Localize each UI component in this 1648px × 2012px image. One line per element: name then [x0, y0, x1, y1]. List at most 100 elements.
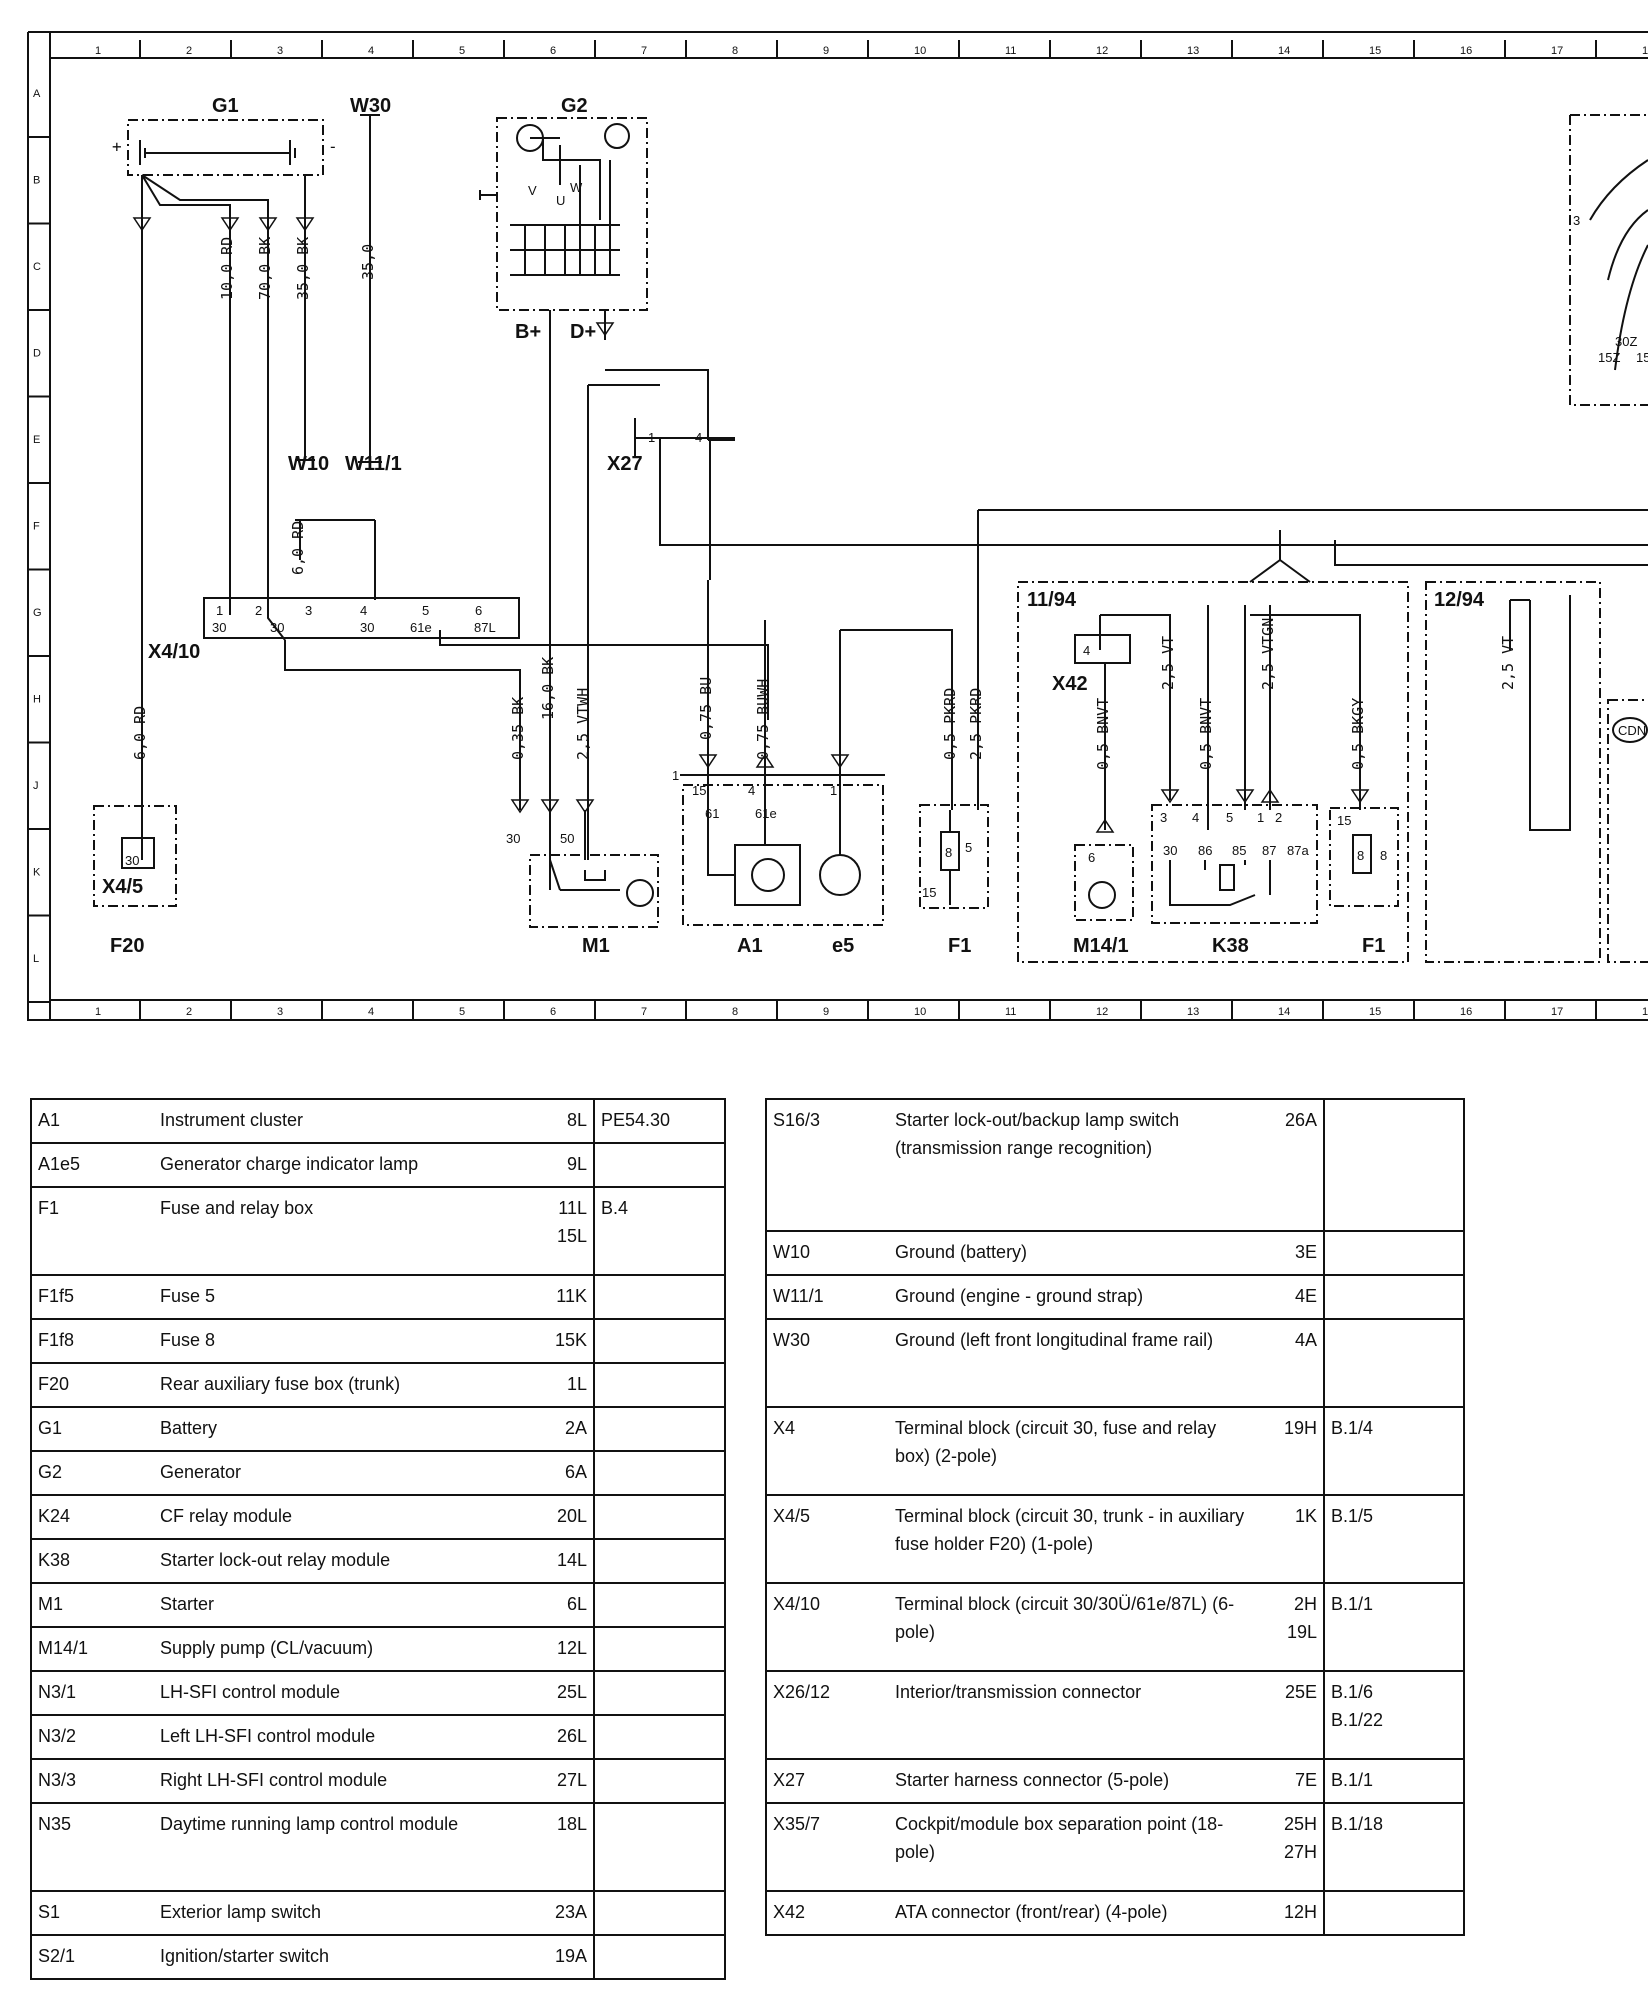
column-number: 16 — [1460, 45, 1472, 57]
diagram-label: 35,0 BK — [294, 237, 312, 300]
diagram-label: 10,0 RD — [218, 237, 236, 300]
label-f1-b: F1 — [1362, 935, 1385, 957]
diagram-label: 4 — [1192, 810, 1199, 825]
instrument-cluster-a1: 1 15 4 1 61 61e A1 e5 — [672, 768, 885, 957]
label-x4-10: X4/10 — [148, 641, 200, 663]
legend-code: G2 — [30, 1450, 154, 1496]
diagram-label: 1 — [1257, 810, 1264, 825]
label-cdn: CDN — [1618, 723, 1646, 738]
diagram-label: 30 — [212, 620, 226, 635]
legend-ref: B.1/1 — [1323, 1758, 1465, 1804]
diagram-label: 30 — [360, 620, 374, 635]
column-number: 15 — [1369, 45, 1381, 57]
legend-loc: 3E — [1261, 1230, 1325, 1276]
column-number: 13 — [1187, 1006, 1199, 1018]
diagram-label: 86 — [1198, 843, 1212, 858]
diagram-label: 6,0 RD — [131, 706, 149, 760]
legend-desc: Terminal block (circuit 30, trunk - in a… — [889, 1494, 1261, 1584]
legend-ref — [593, 1714, 726, 1760]
label-f20: F20 — [110, 935, 144, 957]
diagram-label: 15 — [922, 885, 936, 900]
column-number: 6 — [550, 45, 556, 57]
legend-code: W10 — [765, 1230, 889, 1276]
column-number: 7 — [641, 1006, 647, 1018]
diagram-label: 30 — [270, 620, 284, 635]
diagram-label: 1 — [648, 430, 655, 445]
legend-loc: 1K — [1261, 1494, 1325, 1584]
legend-ref — [593, 1934, 726, 1980]
legend-ref — [1323, 1098, 1465, 1232]
legend-code: N3/1 — [30, 1670, 154, 1716]
legend-desc: Terminal block (circuit 30, fuse and rel… — [889, 1406, 1261, 1496]
diagram-label: 2,5 VTGN — [1259, 618, 1277, 690]
diagram-label: 2 — [1275, 810, 1282, 825]
row-letter: D — [33, 348, 41, 360]
legend-loc: 25H 27H — [1261, 1802, 1325, 1892]
column-number: 8 — [732, 1006, 738, 1018]
legend-ref — [593, 1142, 726, 1188]
diagram-frame — [27, 31, 1648, 1021]
diagram-label: 35,0 — [359, 244, 377, 280]
legend-code: X4/10 — [765, 1582, 889, 1672]
column-number: 12 — [1096, 45, 1108, 57]
column-number: 10 — [914, 1006, 926, 1018]
legend-desc: Rear auxiliary fuse box (trunk) — [154, 1362, 521, 1408]
legend-code: X35/7 — [765, 1802, 889, 1892]
legend-desc: LH-SFI control module — [154, 1670, 521, 1716]
diagram-label: 61e — [410, 620, 432, 635]
diagram-label: 6 — [475, 603, 482, 618]
legend-desc: Generator charge indicator lamp — [154, 1142, 521, 1188]
legend-desc: Interior/transmission connector — [889, 1670, 1261, 1760]
column-number: 12 — [1096, 1006, 1108, 1018]
legend-loc: 8L — [521, 1098, 595, 1144]
diagram-label: 30 — [506, 831, 520, 846]
column-number: 18 — [1642, 1006, 1648, 1018]
legend-loc: 19H — [1261, 1406, 1325, 1496]
legend-desc: ATA connector (front/rear) (4-pole) — [889, 1890, 1261, 1936]
switch-partial-top-right: 3 30Z 15Z 15 — [1569, 114, 1648, 406]
legend-ref — [1323, 1230, 1465, 1276]
diagram-label: 8 — [945, 845, 952, 860]
diagram-label: 70,0 BK — [256, 237, 274, 300]
legend-desc: Starter — [154, 1582, 521, 1628]
legend-ref: B.1/1 — [1323, 1582, 1465, 1672]
diagram-label: 2 — [255, 603, 262, 618]
legend-code: F1f5 — [30, 1274, 154, 1320]
fuse-relay-box-f1: 8 5 15 F1 — [919, 804, 989, 957]
label-ref-11-94: 11/94 — [1027, 589, 1077, 611]
diagram-label: 4 — [695, 430, 702, 445]
column-number: 9 — [823, 45, 829, 57]
diagram-label: 4 — [748, 783, 755, 798]
column-number: 3 — [277, 1006, 283, 1018]
legend-code: N3/3 — [30, 1758, 154, 1804]
diagram-label: 30 — [1163, 843, 1177, 858]
legend-code: W11/1 — [765, 1274, 889, 1320]
label-f1-a: F1 — [948, 935, 971, 957]
legend-desc: Fuse 5 — [154, 1274, 521, 1320]
legend-ref — [1323, 1274, 1465, 1320]
diagram-label: 8 — [1357, 848, 1364, 863]
legend-desc: Terminal block (circuit 30/30Ü/61e/87L) … — [889, 1582, 1261, 1672]
diagram-label: 87a — [1287, 843, 1309, 858]
legend-code: F1 — [30, 1186, 154, 1276]
diagram-label: W — [570, 180, 583, 195]
legend-ref — [1323, 1318, 1465, 1408]
legend-desc: Cockpit/module box separation point (18-… — [889, 1802, 1261, 1892]
legend-ref — [593, 1362, 726, 1408]
diagram-label: 15 — [1337, 813, 1351, 828]
legend-code: A1 — [30, 1098, 154, 1144]
legend-loc: 4A — [1261, 1318, 1325, 1408]
label-m14-1: M14/1 — [1073, 935, 1129, 957]
legend-ref — [593, 1274, 726, 1320]
diagram-label: 5 — [422, 603, 429, 618]
legend-desc: Ground (engine - ground strap) — [889, 1274, 1261, 1320]
